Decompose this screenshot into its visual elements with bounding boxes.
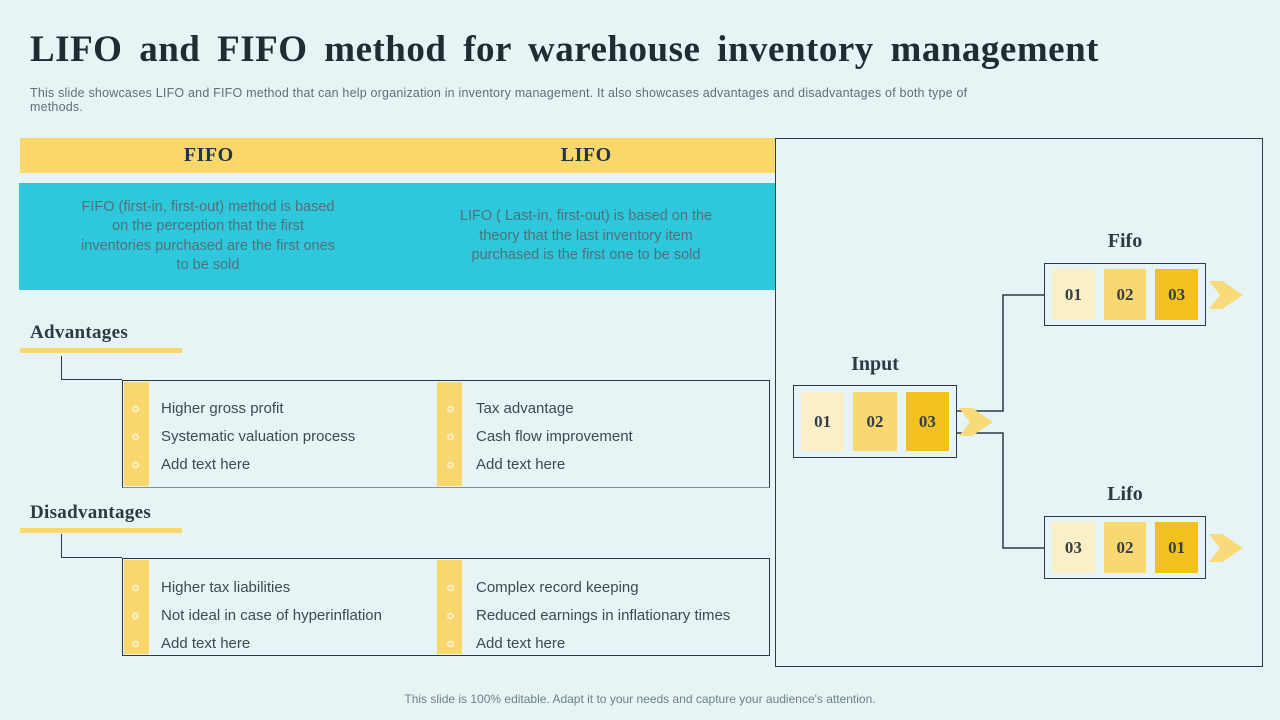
chevron-right-icon [1209,534,1243,562]
list-item-label: Tax advantage [476,400,574,417]
lifo-description: LIFO ( Last-in, first-out) is based on t… [459,208,713,264]
disadvantages-fifo-list: Higher tax liabilities Not ideal in case… [132,574,423,658]
list-item-label: Add text here [476,635,566,652]
circle-bullet-icon [132,584,139,592]
lifo-diagram-label: Lifo [1107,483,1143,505]
fifo-cell: 03 [1155,269,1199,320]
circle-bullet-icon [132,405,139,413]
lifo-cell: 02 [1103,522,1147,573]
circle-bullet-icon [132,433,139,441]
circle-bullet-icon [132,640,139,648]
list-item-label: Higher tax liabilities [161,579,291,596]
comparison-table-header: FIFO LIFO [20,138,775,173]
circle-bullet-icon [132,612,139,620]
page-title: LIFO and FIFO method for warehouse inven… [30,29,1099,70]
circle-bullet-icon [132,461,139,469]
list-item: Tax advantage [447,395,766,423]
advantages-heading: Advantages [30,322,129,343]
disadvantages-fifo-bullet-bar [124,560,149,654]
list-item: Complex record keeping [447,574,766,602]
list-item: Add text here [132,630,423,658]
circle-bullet-icon [447,461,454,469]
list-item: Reduced earnings in inflationary times [447,602,766,630]
lifo-column-header: LIFO [560,144,612,166]
list-item: Add text here [447,451,766,479]
list-item-label: Complex record keeping [476,579,639,596]
circle-bullet-icon [447,433,454,441]
chevron-right-icon [959,408,993,436]
fifo-description: FIFO (first-in, first-out) method is bas… [81,198,335,274]
disadvantages-lifo-bullet-bar [437,560,462,654]
circle-bullet-icon [447,640,454,648]
list-item-label: Not ideal in case of hyperinflation [161,607,382,624]
fifo-cell: 02 [1103,269,1147,320]
lifo-cells-box: 03 02 01 [1044,516,1206,579]
lifo-cell: 03 [1052,522,1095,573]
list-item-label: Higher gross profit [161,400,284,417]
disadvantages-underline [20,528,182,533]
list-item: Cash flow improvement [447,423,766,451]
page-subtitle: This slide showcases LIFO and FIFO metho… [30,86,968,114]
disadvantages-heading: Disadvantages [30,502,152,523]
input-cell: 02 [853,392,897,451]
list-item: Higher tax liabilities [132,574,423,602]
advantages-connector-line [61,356,122,380]
advantages-fifo-list: Higher gross profit Systematic valuation… [132,395,423,479]
fifo-column-header: FIFO [183,144,234,166]
advantages-lifo-list: Tax advantage Cash flow improvement Add … [447,395,766,479]
advantages-underline [20,348,182,353]
list-item-label: Systematic valuation process [161,428,356,445]
list-item-label: Reduced earnings in inflationary times [476,607,731,624]
disadvantages-connector-line [61,534,122,558]
diagram-connector-lines [957,294,1044,549]
list-item: Add text here [132,451,423,479]
disadvantages-box: Higher tax liabilities Not ideal in case… [122,558,770,656]
circle-bullet-icon [447,612,454,620]
input-cell: 01 [801,392,845,451]
list-item-label: Cash flow improvement [476,428,633,445]
lifo-description-cell: LIFO ( Last-in, first-out) is based on t… [397,183,775,290]
fifo-description-cell: FIFO (first-in, first-out) method is bas… [19,183,397,290]
list-item-label: Add text here [161,635,251,652]
flow-diagram-panel: Fifo 01 02 03 Input 01 02 03 Lifo 03 02 … [775,138,1263,667]
comparison-table-body: FIFO (first-in, first-out) method is bas… [19,183,775,290]
disadvantages-lifo-list: Complex record keeping Reduced earnings … [447,574,766,658]
input-cell: 03 [905,392,949,451]
input-cells-box: 01 02 03 [793,385,957,458]
list-item: Higher gross profit [132,395,423,423]
list-item: Not ideal in case of hyperinflation [132,602,423,630]
list-item-label: Add text here [161,456,251,473]
lifo-cell: 01 [1155,522,1199,573]
input-diagram-label: Input [851,353,899,375]
slide-footer-note: This slide is 100% editable. Adapt it to… [404,692,876,706]
list-item: Add text here [447,630,766,658]
fifo-diagram-label: Fifo [1107,230,1143,252]
circle-bullet-icon [447,405,454,413]
list-item: Systematic valuation process [132,423,423,451]
chevron-right-icon [1209,281,1243,309]
advantages-box: Higher gross profit Systematic valuation… [122,380,770,488]
fifo-cells-box: 01 02 03 [1044,263,1206,326]
fifo-cell: 01 [1052,269,1095,320]
list-item-label: Add text here [476,456,566,473]
circle-bullet-icon [447,584,454,592]
